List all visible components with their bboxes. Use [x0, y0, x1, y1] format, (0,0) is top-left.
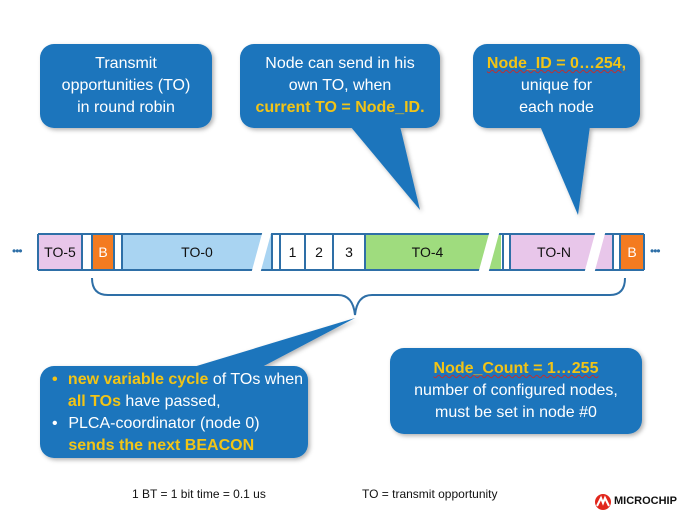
bullet-cycle: • new variable cycle of TOs when all TOs… — [40, 369, 308, 413]
segment-1: 1 — [288, 244, 297, 260]
ellipsis-left: ••• — [12, 244, 23, 258]
callout-send-rule-bg — [240, 44, 440, 128]
callout-node-count-bg — [390, 348, 642, 434]
ellipsis-right: ••• — [650, 244, 661, 258]
callout-send-rule: Node can send in his own TO, when curren… — [240, 44, 440, 128]
segment-to-5: TO-5 — [44, 244, 76, 260]
callout-round-robin-bg — [40, 44, 212, 128]
bullet-icon: • — [52, 371, 58, 388]
microchip-logo-text: MICROCHIP — [614, 495, 677, 507]
callout-highlight: Node_Count = 1…255 — [433, 360, 599, 377]
bullet-beacon: • PLCA-coordinator (node 0) sends the ne… — [40, 413, 308, 457]
highlight-text: new variable cycle — [67, 371, 209, 388]
callout-cycle-tail — [190, 318, 355, 368]
body-text: PLCA-coordinator (node 0) — [68, 415, 260, 432]
callout-cycle: • new variable cycle of TOs when all TOs… — [40, 366, 308, 458]
segment-beacon-next: B — [627, 244, 637, 260]
bullet-icon: • — [52, 415, 58, 432]
segment-2: 2 — [315, 244, 323, 260]
callout-highlight: Node_ID = 0…254, — [486, 55, 627, 72]
callout-text: must be set in node #0 — [435, 404, 597, 421]
callout-node-count: Node_Count = 1…255 number of configured … — [390, 348, 642, 434]
callout-round-robin: Transmit opportunities (TO) in round rob… — [40, 44, 212, 128]
cycle-brace — [91, 277, 626, 316]
callout-text: number of configured nodes, — [414, 382, 618, 399]
microchip-logo-icon — [595, 494, 611, 510]
bit-time-note: 1 BT = 1 bit time = 0.1 us — [132, 487, 266, 501]
callout-text: Transmit opportunities (TO) in round rob… — [61, 55, 191, 116]
callout-cycle-bg — [40, 366, 308, 458]
timeline-bar — [37, 230, 645, 274]
callout-node-id: Node_ID = 0…254, unique for each node — [473, 44, 640, 128]
callout-text: unique for each node — [519, 77, 594, 116]
to-definition-note: TO = transmit opportunity — [362, 487, 498, 501]
body-text: have passed, — [120, 393, 221, 410]
segment-to-0: TO-0 — [181, 244, 213, 260]
highlight-text: all TOs — [67, 393, 121, 410]
segment-to-4: TO-4 — [411, 244, 444, 260]
callout-text: Node can send in his own TO, when — [265, 55, 415, 94]
callout-node-id-tail — [540, 126, 590, 215]
segment-3: 3 — [345, 244, 353, 260]
callout-send-rule-tail — [350, 126, 420, 210]
segment-beacon: B — [98, 244, 108, 260]
highlight-text: sends the next BEACON — [68, 437, 255, 454]
callout-highlight: current TO = Node_ID. — [255, 99, 425, 116]
callout-node-id-bg — [473, 44, 640, 128]
body-text: of TOs when — [208, 371, 304, 388]
segment-to-n: TO-N — [537, 244, 571, 260]
